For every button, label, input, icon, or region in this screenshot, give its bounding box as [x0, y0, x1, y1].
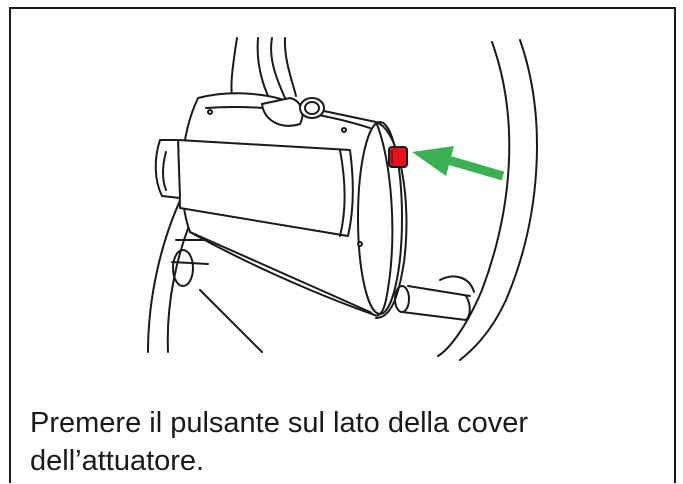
cover-panel [154, 139, 354, 237]
instruction-caption: Premere il pulsante sul lato della cover… [30, 407, 529, 477]
bottom-right-support [394, 275, 475, 321]
top-fitting [261, 97, 325, 127]
side-button [388, 146, 408, 168]
actuator-illustration [147, 37, 538, 361]
arrow-indicator [412, 146, 505, 181]
right-frame-tube [437, 39, 538, 361]
instruction-frame [9, 7, 676, 483]
lower-edge [189, 231, 373, 315]
